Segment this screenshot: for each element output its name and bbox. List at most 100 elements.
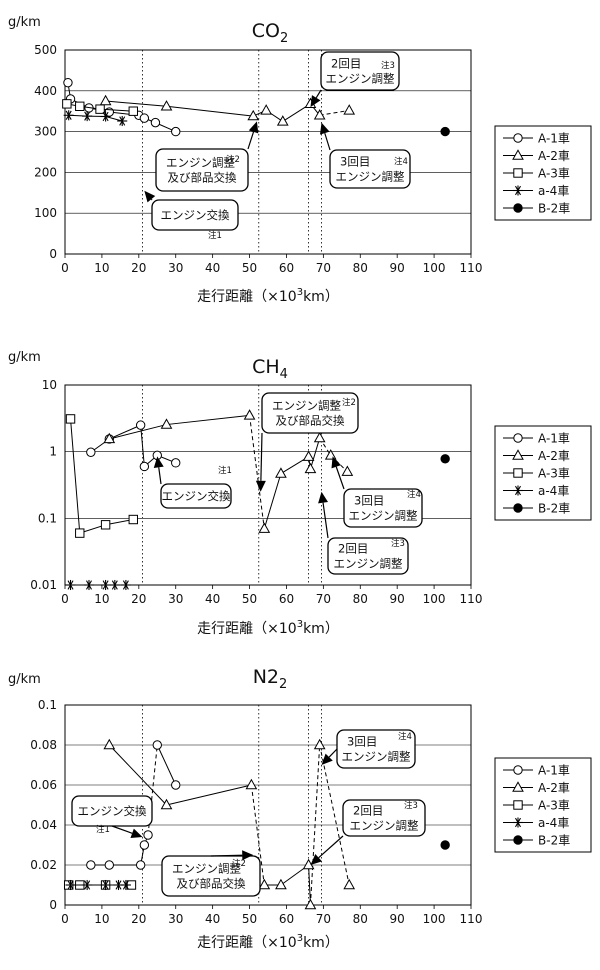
annotation-box xyxy=(320,51,400,91)
y-tick-label: 0.02 xyxy=(30,858,57,872)
y-unit-label: g/km xyxy=(8,672,41,687)
chart-title: CH4 xyxy=(252,356,288,382)
x-tick-label: 50 xyxy=(242,261,257,275)
legend-marker xyxy=(513,503,523,513)
data-point xyxy=(128,514,138,525)
legend-marker xyxy=(513,468,523,478)
legend-label: a-4車 xyxy=(538,184,569,198)
data-point xyxy=(139,113,150,123)
data-point xyxy=(117,115,128,127)
series-line-segment xyxy=(319,744,350,886)
data-point xyxy=(247,109,260,121)
x-tick-label: 60 xyxy=(279,592,294,606)
data-point xyxy=(120,579,131,591)
legend-label: A-3車 xyxy=(538,799,570,813)
series-line-segment xyxy=(105,116,123,122)
legend-label: A-1車 xyxy=(538,132,570,146)
data-point xyxy=(143,830,153,840)
annotation-text: エンジン調整 xyxy=(349,509,418,523)
series-A-3車 xyxy=(62,99,138,116)
legend-marker xyxy=(513,168,523,178)
series-line-segment xyxy=(70,418,81,534)
y-tick-label: 100 xyxy=(34,206,57,220)
x-tick-label: 0 xyxy=(61,592,69,606)
x-tick-label: 40 xyxy=(205,592,220,606)
legend: A-1車A-2車A-3車a-4車B-2車 xyxy=(494,757,592,853)
data-point xyxy=(86,860,96,870)
data-point xyxy=(100,579,111,591)
series-line-segment xyxy=(319,109,350,116)
x-tick-label: 100 xyxy=(423,912,446,926)
x-tick-label: 30 xyxy=(168,261,183,275)
y-tick-label: 0.1 xyxy=(38,698,57,712)
annotation-arrow xyxy=(144,190,156,203)
x-tick-label: 70 xyxy=(316,261,331,275)
data-point xyxy=(103,738,116,750)
series-B-2車 xyxy=(440,840,450,850)
annotation-text: エンジン交換 xyxy=(161,208,230,222)
data-point xyxy=(135,420,146,430)
annotation-note: 注3 xyxy=(381,60,395,71)
y-unit-label: g/km xyxy=(8,350,41,365)
legend-marker xyxy=(512,781,524,792)
annotation-arrow xyxy=(318,491,329,539)
legend-marker xyxy=(513,800,523,810)
annotation-note: 注2 xyxy=(226,154,240,165)
annotation-text: 3回目 xyxy=(354,494,384,508)
y-tick-label: 1 xyxy=(49,445,57,459)
annotation-arrow xyxy=(321,748,338,765)
series-a-4車 xyxy=(65,879,131,891)
annotation-text: 2回目 xyxy=(338,542,368,556)
data-point xyxy=(104,860,114,870)
legend-label: B-2車 xyxy=(538,834,570,848)
legend-marker xyxy=(512,149,524,160)
data-point xyxy=(440,454,450,464)
x-tick-label: 90 xyxy=(390,592,405,606)
annotation-callout: エンジン交換 注1 xyxy=(153,456,232,509)
data-point xyxy=(171,126,181,137)
data-point xyxy=(302,450,315,461)
plot-frame xyxy=(64,49,472,255)
data-point xyxy=(135,860,146,870)
y-tick-label: 10 xyxy=(42,378,57,392)
legend-label: A-3車 xyxy=(538,467,570,481)
legend-label: B-2車 xyxy=(538,202,570,216)
series-line-segment xyxy=(166,784,252,806)
annotation-note: 注1 xyxy=(218,465,232,476)
x-tick-label: 110 xyxy=(460,592,483,606)
data-point xyxy=(83,579,95,591)
annotation-arrow xyxy=(331,456,345,490)
x-tick-label: 80 xyxy=(353,261,368,275)
x-tick-label: 30 xyxy=(168,912,183,926)
legend-marker xyxy=(513,133,523,143)
data-point xyxy=(75,528,85,538)
series-line-segment xyxy=(108,744,167,806)
x-tick-label: 90 xyxy=(390,912,405,926)
series-line-segment xyxy=(309,744,321,906)
y-tick-label: 0.06 xyxy=(30,778,57,792)
series-line-segment xyxy=(156,744,177,786)
series-line-segment xyxy=(109,424,141,440)
annotation-note: 注3 xyxy=(404,800,418,811)
annotation-note: 注2 xyxy=(232,858,246,869)
annotation-note: 注2 xyxy=(342,397,356,408)
plot-frame xyxy=(64,384,472,586)
x-tick-label: 60 xyxy=(279,261,294,275)
series-a-4車 xyxy=(63,110,128,127)
annotation-arrow xyxy=(153,456,164,485)
data-point xyxy=(95,104,105,114)
data-point xyxy=(65,579,76,591)
x-tick-label: 40 xyxy=(205,912,220,926)
data-point xyxy=(343,878,356,890)
annotation-text: エンジン交換 xyxy=(162,489,231,503)
legend-marker xyxy=(512,485,524,496)
legend-label: A-1車 xyxy=(538,432,570,446)
annotation-box xyxy=(329,149,411,189)
legend-marker xyxy=(512,817,524,828)
